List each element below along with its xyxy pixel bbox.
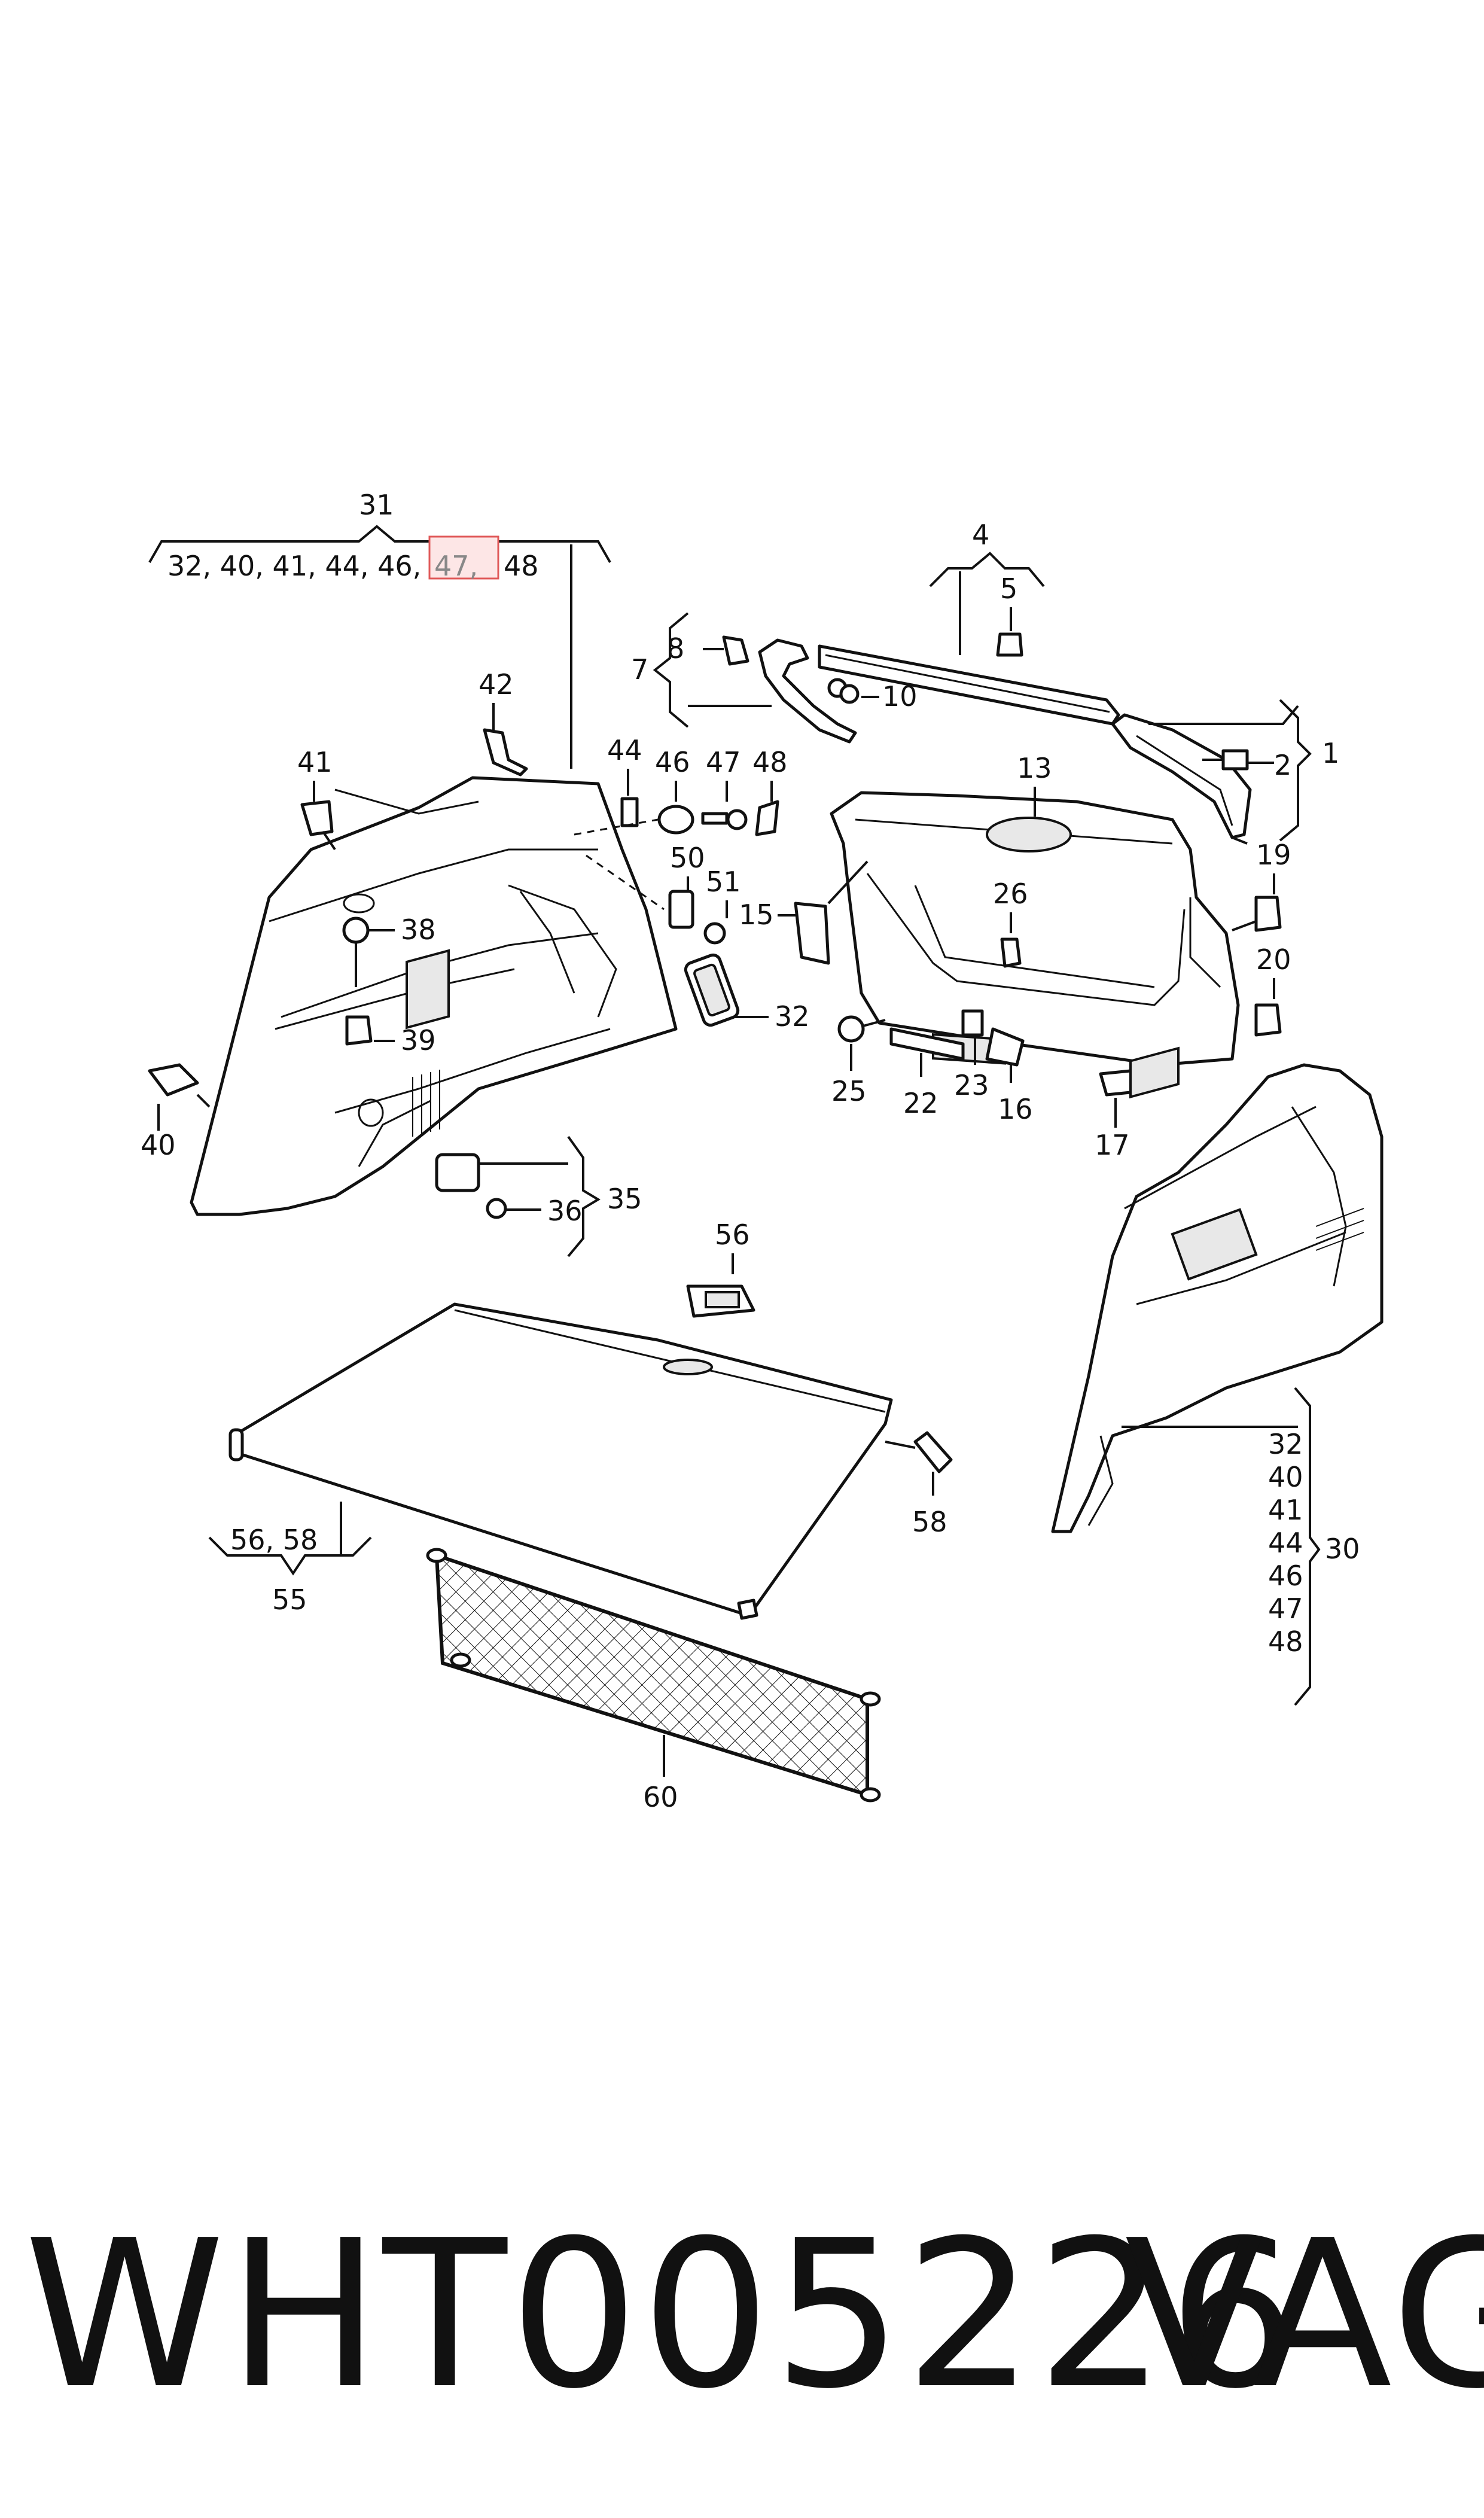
callout-16: 16 bbox=[998, 1093, 1033, 1125]
callout-32: 32 bbox=[775, 1000, 810, 1033]
pillar-trim-group: 2 1 bbox=[1111, 699, 1339, 845]
callout-42: 42 bbox=[479, 668, 514, 701]
callout-35: 35 bbox=[607, 1183, 642, 1215]
callout-7: 7 bbox=[631, 653, 648, 686]
group-30-item: 44 bbox=[1268, 1527, 1303, 1559]
rear-panel-trim: 13 26 15 19 20 17 bbox=[739, 752, 1291, 1161]
callout-60: 60 bbox=[643, 1781, 678, 1813]
callout-50: 50 bbox=[670, 842, 705, 874]
callout-58: 58 bbox=[912, 1506, 947, 1538]
parts-diagram: 31 32, 40, 41, 44, 46, 47, 48 42 41 bbox=[141, 489, 1384, 1813]
callout-10: 10 bbox=[882, 680, 918, 713]
cargo-net: 60 bbox=[426, 1548, 881, 1813]
luggage-cover: 56 58 56, 58 55 bbox=[208, 1219, 953, 1620]
group-30-item: 46 bbox=[1268, 1560, 1303, 1592]
callout-30: 30 bbox=[1325, 1533, 1360, 1565]
group-30-item: 41 bbox=[1268, 1494, 1303, 1526]
callout-19: 19 bbox=[1256, 839, 1291, 871]
group-30-item: 47 bbox=[1268, 1593, 1303, 1625]
callout-22: 22 bbox=[903, 1087, 938, 1119]
group-31-highlighted-47: 47, bbox=[434, 550, 478, 582]
callout-4: 4 bbox=[972, 519, 989, 551]
group-31-bracket: 31 32, 40, 41, 44, 46, 47, 48 bbox=[148, 489, 611, 769]
callout-1: 1 bbox=[1322, 737, 1339, 769]
callout-17: 17 bbox=[1095, 1129, 1130, 1161]
group-55-list: 56, 58 bbox=[230, 1524, 318, 1556]
left-panel-callouts: 42 41 38 39 40 bbox=[141, 668, 528, 1161]
rear-panel-small-parts: 25 22 23 16 bbox=[831, 1009, 1033, 1125]
callout-55: 55 bbox=[272, 1584, 307, 1616]
left-side-trim-panel bbox=[190, 776, 678, 1216]
callout-25: 25 bbox=[831, 1075, 867, 1107]
group-30-item: 32 bbox=[1268, 1428, 1303, 1460]
callout-8: 8 bbox=[667, 632, 684, 665]
callout-56: 56 bbox=[715, 1219, 750, 1251]
callout-13: 13 bbox=[1017, 752, 1052, 784]
callout-48: 48 bbox=[752, 746, 788, 778]
callout-41-left: 41 bbox=[297, 746, 333, 778]
group-30-bracket: 32 40 41 44 46 47 48 30 bbox=[1122, 1387, 1360, 1706]
callout-39: 39 bbox=[401, 1024, 436, 1056]
callout-36: 36 bbox=[547, 1195, 583, 1227]
right-side-trim-panel bbox=[1051, 1046, 1384, 1533]
callout-46: 46 bbox=[655, 746, 690, 778]
callout-2: 2 bbox=[1274, 749, 1291, 781]
callout-26: 26 bbox=[993, 878, 1028, 910]
group-31-last: 48 bbox=[504, 550, 539, 582]
highlight-box-47 bbox=[428, 535, 499, 580]
callout-23: 23 bbox=[954, 1069, 989, 1101]
part-number-label: WHT005226 bbox=[24, 2197, 1300, 2434]
callout-20: 20 bbox=[1256, 943, 1291, 976]
callout-47: 47 bbox=[706, 746, 741, 778]
callout-51: 51 bbox=[706, 866, 741, 898]
group-35: 36 35 bbox=[435, 1135, 642, 1258]
callout-44: 44 bbox=[607, 734, 642, 766]
callout-15: 15 bbox=[739, 899, 774, 931]
callout-40-left: 40 bbox=[141, 1129, 176, 1161]
group-31-list: 32, 40, 41, 44, 46, bbox=[167, 550, 421, 582]
callout-5: 5 bbox=[1000, 573, 1017, 605]
callout-31: 31 bbox=[359, 489, 394, 521]
header-trim-group: 4 5 7 8 10 bbox=[631, 519, 1120, 744]
callout-38: 38 bbox=[401, 914, 436, 946]
group-30-item: 40 bbox=[1268, 1461, 1303, 1493]
brand-label: VAG bbox=[1125, 2197, 1484, 2434]
center-small-parts: 44 46 47 48 50 51 32 bbox=[574, 734, 810, 1033]
group-30-item: 48 bbox=[1268, 1625, 1303, 1658]
